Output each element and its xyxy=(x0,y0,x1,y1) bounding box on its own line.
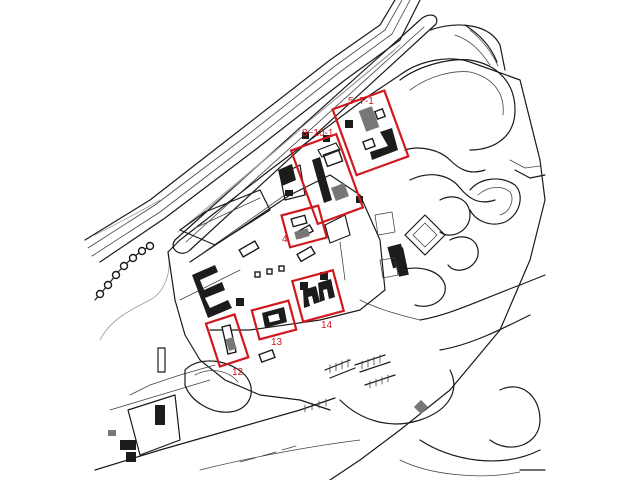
curving-track xyxy=(399,24,516,151)
long-strip-feature xyxy=(172,14,438,254)
zone-label-5-7-1: 5~7-1 xyxy=(348,96,374,107)
zone-8-10-1[interactable]: 8~10-1 xyxy=(289,128,365,226)
zone-12[interactable]: 12 xyxy=(204,313,250,378)
dark-buildings xyxy=(192,120,409,318)
site-boundary xyxy=(109,58,546,480)
zone-label-4: 4 xyxy=(282,234,288,245)
coastline-lines xyxy=(84,0,421,263)
central-plaza xyxy=(179,164,399,331)
lower-loops xyxy=(339,369,546,477)
lower-left-area xyxy=(94,347,361,471)
zone-4[interactable]: 4 xyxy=(280,204,329,249)
zone-label-12: 12 xyxy=(232,367,244,378)
zone-label-14: 14 xyxy=(321,320,333,331)
zone-14[interactable]: 14 xyxy=(290,268,346,331)
parking-rows xyxy=(299,354,396,413)
zone-label-8-10-1: 8~10-1 xyxy=(302,128,334,139)
zone-5-7-1[interactable]: 5~7-1 xyxy=(331,89,410,177)
chain-pier xyxy=(94,241,170,341)
right-ramps xyxy=(359,147,546,351)
zone-13[interactable]: 13 xyxy=(250,299,298,348)
zone-label-13: 13 xyxy=(271,337,283,348)
